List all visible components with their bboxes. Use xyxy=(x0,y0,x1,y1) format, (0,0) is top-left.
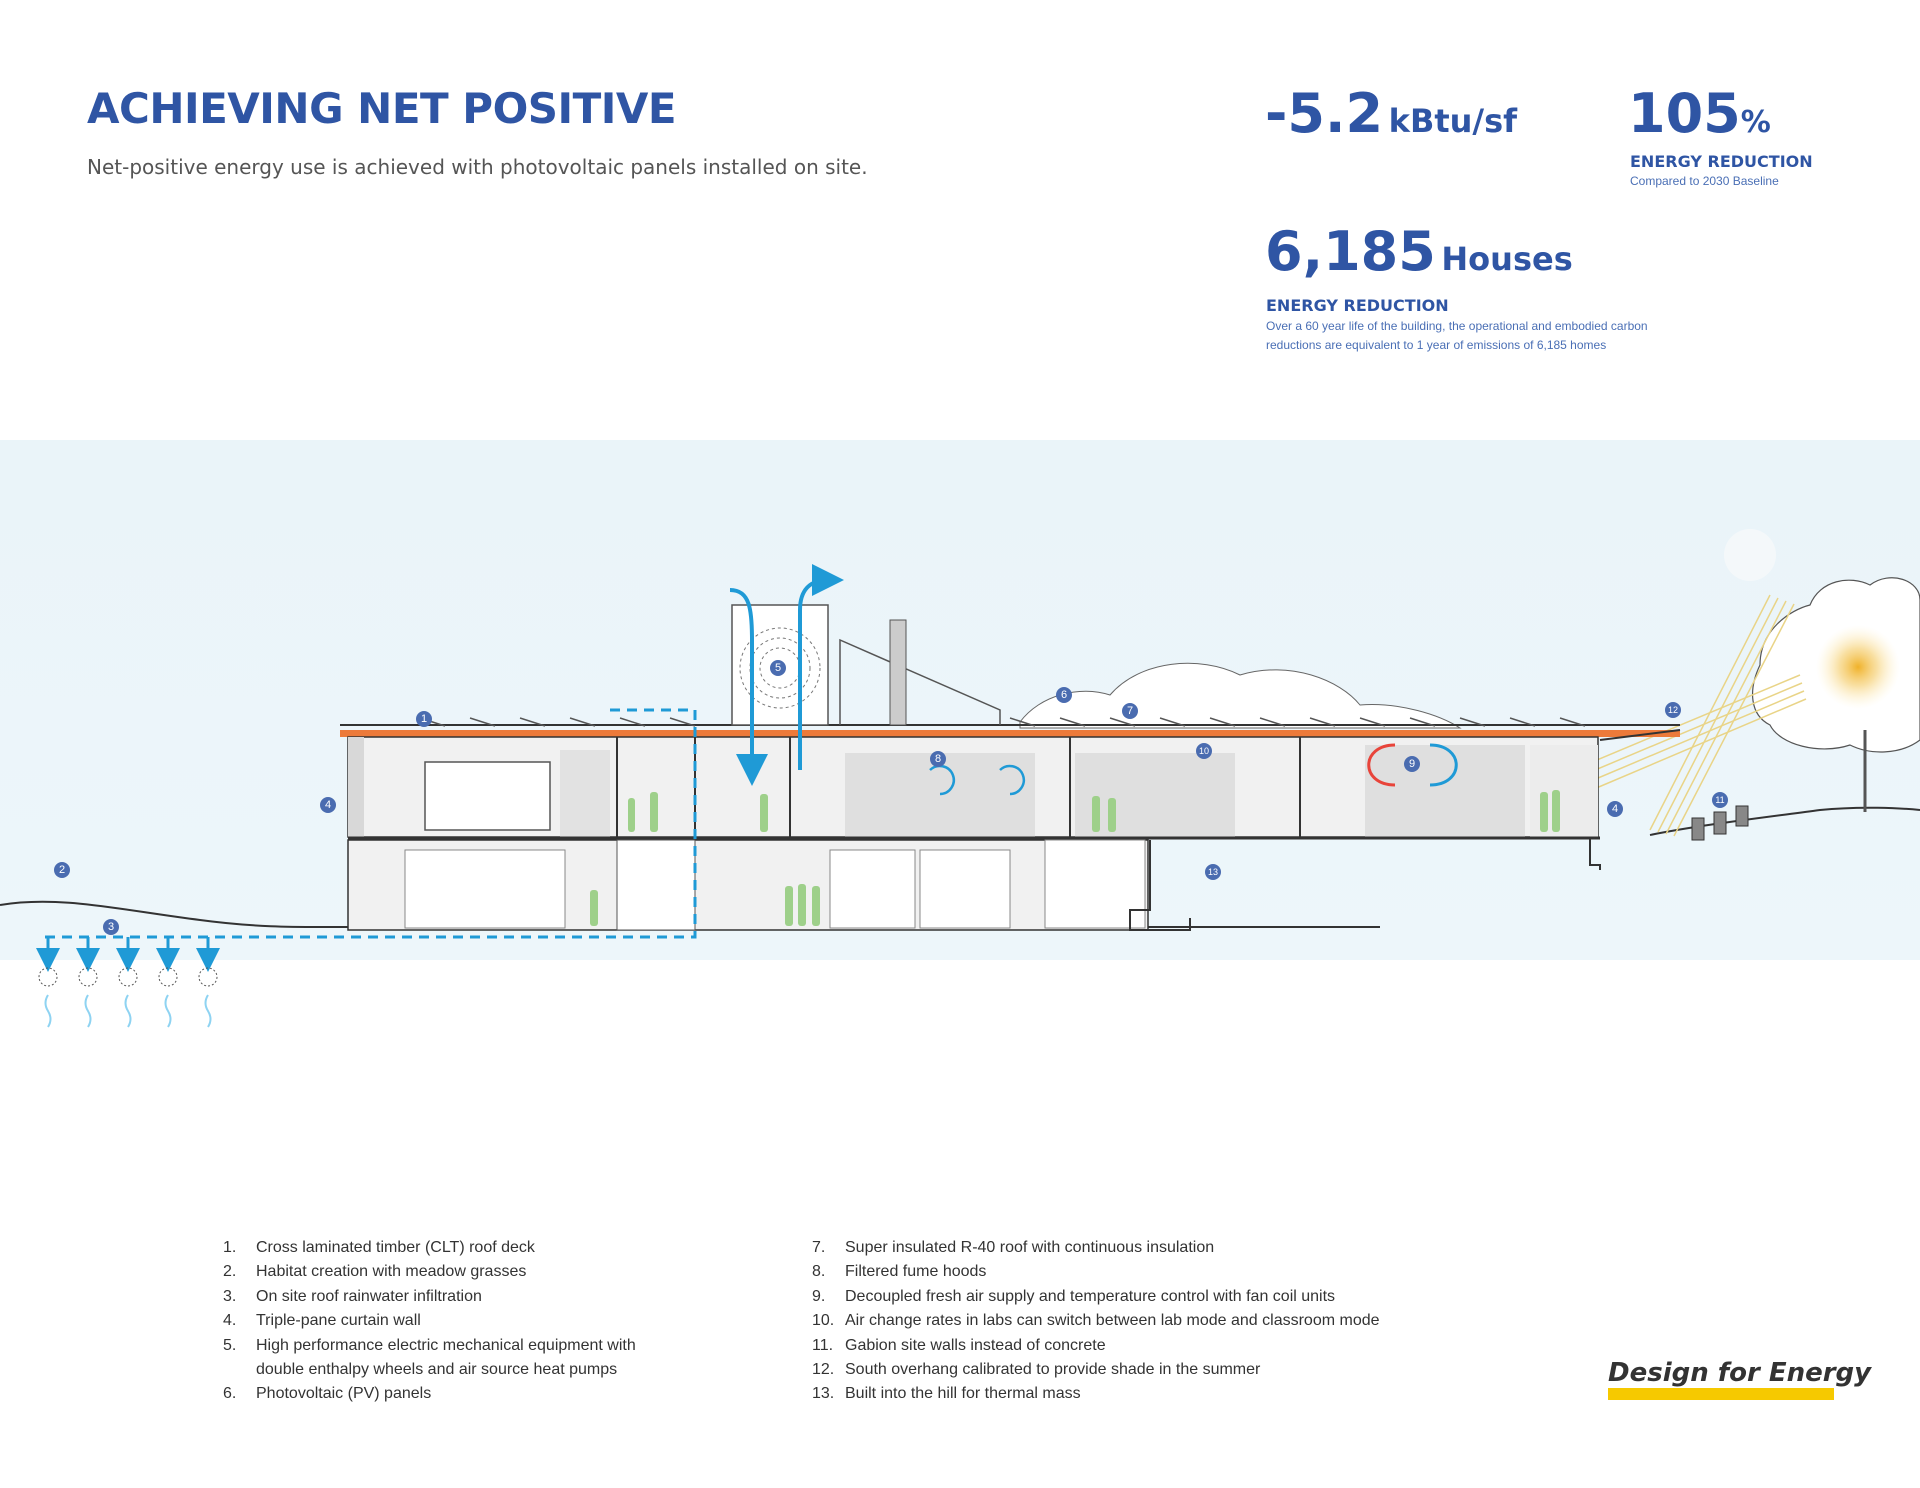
sun-rays xyxy=(1584,594,1807,837)
ground-line xyxy=(0,900,1380,929)
legend-item-continuation: double enthalpy wheels and air source he… xyxy=(256,1360,618,1378)
sun-icon xyxy=(1816,625,1900,709)
infiltration-basins xyxy=(38,967,218,987)
marker-2: 2 xyxy=(54,862,70,878)
stat-houses: 6,185 Houses xyxy=(1265,220,1573,283)
marker-11: 11 xyxy=(1712,792,1728,808)
stat-reduction-note: Compared to 2030 Baseline xyxy=(1630,174,1779,188)
marker-8: 8 xyxy=(930,751,946,767)
stat-houses-note: Over a 60 year life of the building, the… xyxy=(1266,317,1648,355)
fan-coil-return xyxy=(1367,743,1396,787)
stat-eui-unit: kBtu/sf xyxy=(1388,102,1518,140)
stat-reduction-unit: % xyxy=(1740,105,1771,140)
stat-eui-value: -5.2 xyxy=(1265,82,1384,145)
right-hill xyxy=(1649,806,1920,836)
marker-7: 7 xyxy=(1122,703,1138,719)
building-section-diagram xyxy=(0,529,1920,1028)
south-overhang xyxy=(1599,729,1681,741)
legend-left: 1.Cross laminated timber (CLT) roof deck… xyxy=(223,1239,783,1410)
marker-10: 10 xyxy=(1196,743,1212,759)
rainwater-pipe xyxy=(40,710,697,939)
marker-4-right: 4 xyxy=(1607,801,1623,817)
supply-arrow xyxy=(798,564,844,770)
legend-item: 10.Air change rates in labs can switch b… xyxy=(812,1312,1380,1330)
brand-underline xyxy=(1608,1388,1834,1400)
stat-houses-note-line2: reductions are equivalent to 1 year of e… xyxy=(1266,338,1607,352)
legend-item: 4.Triple-pane curtain wall xyxy=(223,1312,421,1330)
legend-item: 6.Photovoltaic (PV) panels xyxy=(223,1385,432,1403)
legend-item: 1.Cross laminated timber (CLT) roof deck xyxy=(223,1239,535,1256)
legend-item: 7.Super insulated R-40 roof with continu… xyxy=(812,1239,1215,1256)
roof-deck xyxy=(340,730,1680,737)
marker-9: 9 xyxy=(1404,756,1420,772)
page-title: ACHIEVING NET POSITIVE xyxy=(87,84,677,133)
stat-reduction-value: 105 xyxy=(1628,82,1741,145)
legend-item: 11.Gabion site walls instead of concrete xyxy=(812,1336,1106,1354)
occupant-figures xyxy=(590,790,1560,926)
stat-houses-value: 6,185 xyxy=(1265,220,1436,283)
stat-houses-unit: Houses xyxy=(1441,240,1573,278)
legend-item: 2.Habitat creation with meadow grasses xyxy=(223,1263,527,1281)
background-trees xyxy=(1019,662,1462,729)
legend-item: 12.South overhang calibrated to provide … xyxy=(812,1360,1261,1378)
legend-item: 5.High performance electric mechanical e… xyxy=(223,1336,636,1354)
infiltration-arrows xyxy=(36,937,220,972)
exhaust-arrow xyxy=(729,588,768,786)
page-subtitle: Net-positive energy use is achieved with… xyxy=(87,155,868,179)
marker-13: 13 xyxy=(1205,864,1221,880)
stat-reduction: 105% xyxy=(1628,82,1771,145)
marker-5: 5 xyxy=(770,660,786,676)
legend-item: 8.Filtered fume hoods xyxy=(812,1263,987,1281)
brand-label: Design for Energy xyxy=(1608,1358,1872,1388)
fume-stack xyxy=(839,638,1001,725)
marker-3: 3 xyxy=(103,919,119,935)
marker-1: 1 xyxy=(416,711,432,727)
stat-reduction-label: ENERGY REDUCTION xyxy=(1630,152,1813,171)
legend-item: 13.Built into the hill for thermal mass xyxy=(812,1385,1081,1403)
stat-houses-note-line1: Over a 60 year life of the building, the… xyxy=(1266,319,1648,333)
legend-right: 7.Super insulated R-40 roof with continu… xyxy=(812,1239,1412,1410)
marker-6: 6 xyxy=(1056,687,1072,703)
legend-item: 9.Decoupled fresh air supply and tempera… xyxy=(812,1287,1336,1305)
stat-houses-label: ENERGY REDUCTION xyxy=(1266,296,1449,315)
fan-coil-supply xyxy=(1429,743,1458,787)
stat-eui: -5.2 kBtu/sf xyxy=(1265,82,1517,145)
marker-12: 12 xyxy=(1665,702,1681,718)
groundwater-squiggles xyxy=(44,994,212,1028)
marker-4-left: 4 xyxy=(320,797,336,813)
legend-item: 3.On site roof rainwater infiltration xyxy=(223,1287,482,1305)
gabion-walls xyxy=(1691,805,1749,841)
